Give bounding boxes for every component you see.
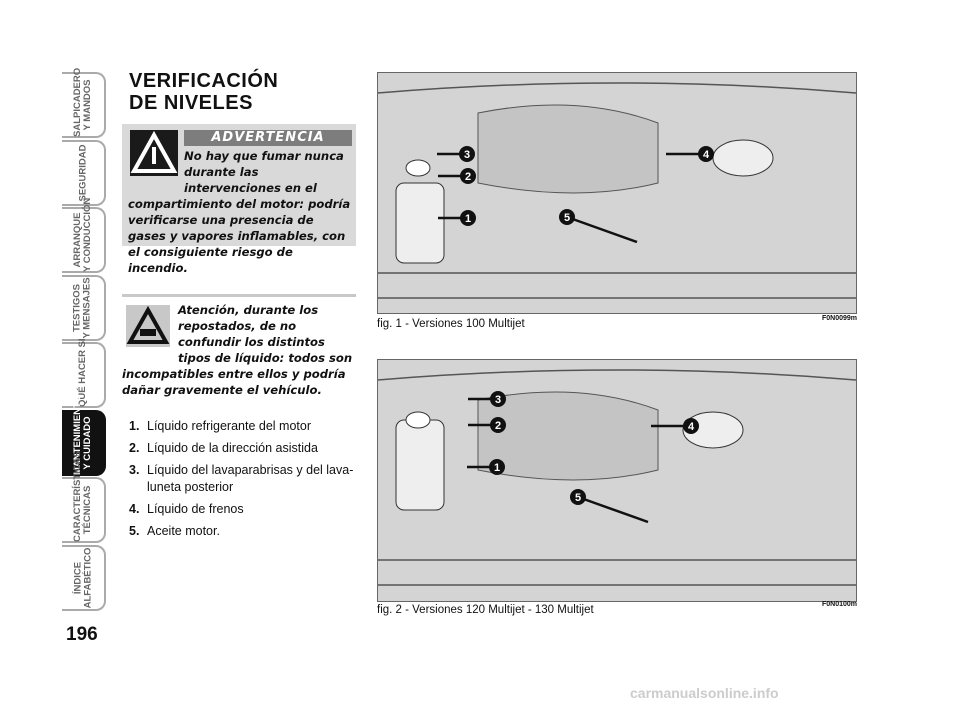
callout-marker <box>490 391 506 407</box>
page-number: 196 <box>66 624 98 645</box>
item-text: Líquido de frenos <box>147 501 244 516</box>
callout-number: 5 <box>575 492 581 504</box>
figure-1-caption: fig. 1 - Versiones 100 Multijet <box>377 318 525 330</box>
callout-marker <box>459 146 475 162</box>
tab-6[interactable]: CARACTERÍSTICAS TÉCNICAS <box>62 451 106 543</box>
watermark: carmanualsonline.info <box>630 685 779 701</box>
tab-label: SEGURIDAD <box>77 143 89 202</box>
tab-0[interactable]: SALPICADERO Y MANDOS <box>62 67 106 138</box>
tab-label: TESTIGOS Y MENSAJES <box>72 276 94 339</box>
figure-2-caption: fig. 2 - Versiones 120 Multijet - 130 Mu… <box>377 604 594 616</box>
tab-label: CARACTERÍSTICAS TÉCNICAS <box>72 451 93 542</box>
item-text: Aceite motor. <box>147 523 220 538</box>
list-item: 2. Líquido de la dirección asistida <box>129 440 359 457</box>
tab-1[interactable]: SEGURIDAD <box>62 139 106 206</box>
item-number: 5. <box>129 523 140 538</box>
brake-fluid-reservoir <box>712 139 774 177</box>
callout-marker <box>570 489 586 505</box>
divider <box>122 294 356 297</box>
callout-number: 4 <box>703 149 710 161</box>
list-item: 1. Líquido refrigerante del motor <box>129 418 359 435</box>
brake-fluid-reservoir <box>682 411 744 449</box>
figure-1-code: F0N0099m <box>821 315 857 322</box>
callout-line <box>577 495 649 524</box>
warning-box: ADVERTENCIA No hay que fumar nunca duran… <box>122 124 356 275</box>
callout-number: 4 <box>688 421 695 433</box>
callout-line <box>566 215 638 244</box>
tab-5[interactable]: MANTENIMIENTO Y CUIDADO <box>62 394 106 476</box>
item-text: Líquido del lavaparabrisas y del lava-lu… <box>147 463 354 494</box>
callout-number: 3 <box>464 149 470 161</box>
figure-2-engine-bay: 1 2 3 4 5 <box>377 359 857 602</box>
levels-list: 1. Líquido refrigerante del motor 2. Líquid… <box>129 418 359 545</box>
air-filter <box>477 391 659 481</box>
callout-number: 5 <box>564 212 570 224</box>
list-item: 3. Líquido del lavaparabrisas y del lava-… <box>129 462 359 495</box>
attention-box: Atención, durante los repostados, de no … <box>122 302 358 398</box>
tab-label: ARRANQUE Y CONDUCCIÓN <box>72 197 93 272</box>
item-text: Líquido refrigerante del motor <box>147 419 311 433</box>
callout-marker <box>460 168 476 184</box>
item-number: 1. <box>129 419 140 433</box>
vehicle-warning-icon <box>126 305 170 347</box>
reservoir-cap <box>405 159 431 177</box>
list-item: 4. Líquido de frenos <box>129 501 359 518</box>
coolant-reservoir <box>395 182 445 264</box>
callout-marker <box>559 209 575 225</box>
callout-number: 1 <box>465 213 471 225</box>
reservoir-cap <box>405 411 431 429</box>
item-text: Líquido de la dirección asistida <box>147 441 318 455</box>
item-number: 3. <box>129 463 140 477</box>
figure-2-code: F0N0100m <box>821 601 857 608</box>
callout-marker <box>490 417 506 433</box>
callout-number: 3 <box>495 394 501 406</box>
callout-marker <box>698 146 714 162</box>
figure-1-engine-bay: 1 2 3 4 5 <box>377 72 857 314</box>
attention-text: Atención, durante los repostados, de no … <box>122 303 353 397</box>
tab-2[interactable]: ARRANQUE Y CONDUCCIÓN <box>62 197 106 273</box>
callout-marker <box>683 418 699 434</box>
warning-header: ADVERTENCIA <box>184 130 352 146</box>
tab-7[interactable]: ÍNDICE ALFABÉTICO <box>62 544 106 611</box>
tab-4[interactable]: QUÉ HACER SI <box>62 338 106 408</box>
tab-3[interactable]: TESTIGOS Y MENSAJES <box>62 274 106 341</box>
callout-marker <box>460 210 476 226</box>
item-number: 2. <box>129 441 140 455</box>
warning-text: No hay que fumar nunca durante las inter… <box>128 149 351 275</box>
engine-outline <box>377 369 857 586</box>
callout-marker <box>489 459 505 475</box>
air-filter <box>477 104 659 194</box>
item-number: 4. <box>129 501 140 516</box>
tab-label: ÍNDICE ALFABÉTICO <box>72 547 94 608</box>
warning-triangle-icon <box>130 130 178 176</box>
list-item: 5. Aceite motor. <box>129 523 359 540</box>
coolant-reservoir <box>395 419 445 511</box>
callout-number: 1 <box>494 462 500 474</box>
callout-number: 2 <box>495 420 501 432</box>
tab-label: SALPICADERO Y MANDOS <box>72 67 93 137</box>
engine-outline <box>377 82 857 299</box>
callout-number: 2 <box>465 171 471 183</box>
page-title: VERIFICACIÓN DE NIVELES <box>129 70 279 114</box>
